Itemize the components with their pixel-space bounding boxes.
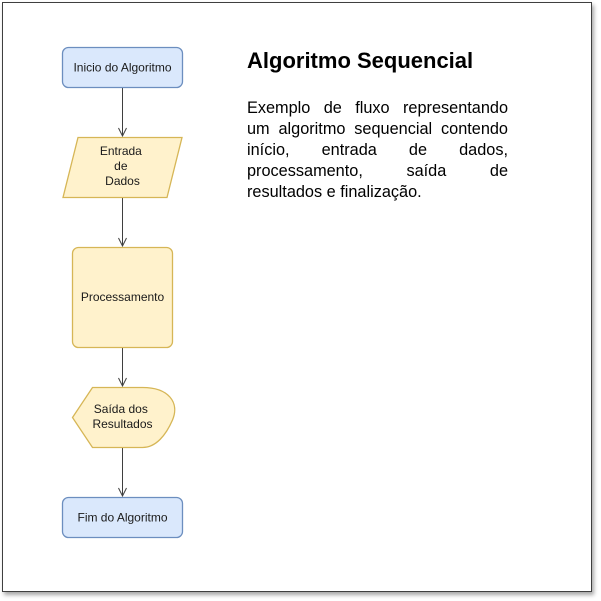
start-node[interactable]: Inicio do Algoritmo	[61, 46, 184, 89]
start-node-shape	[61, 46, 184, 89]
output-node-label: Saída dos Resultados	[92, 402, 152, 431]
output-node-line-1: Saída dos	[94, 402, 148, 416]
input-node-line-2: de	[114, 159, 128, 173]
input-node-line-3: Dados	[105, 174, 140, 188]
input-node[interactable]: Entrada de Dados	[62, 136, 183, 199]
input-node-line-1: Entrada	[100, 144, 142, 158]
end-node[interactable]: Fim do Algoritmo	[61, 496, 184, 539]
process-node-label: Processamento	[81, 290, 165, 304]
diagram-title: Algoritmo Sequencial	[247, 48, 474, 73]
output-node[interactable]: Saída dos Resultados	[71, 386, 176, 449]
input-node-label: Entrada de Dados	[100, 144, 145, 188]
process-node-shape	[71, 246, 174, 349]
output-node-line-2: Resultados	[92, 417, 152, 431]
end-node-label: Fim do Algoritmo	[77, 511, 167, 525]
start-node-label: Inicio do Algoritmo	[73, 61, 171, 75]
process-node[interactable]: Processamento	[71, 246, 174, 349]
end-node-shape	[61, 496, 184, 539]
output-node-shape	[71, 386, 176, 449]
diagram-description: Exemplo de fluxo representando um algori…	[247, 99, 508, 201]
input-node-shape	[62, 136, 183, 199]
